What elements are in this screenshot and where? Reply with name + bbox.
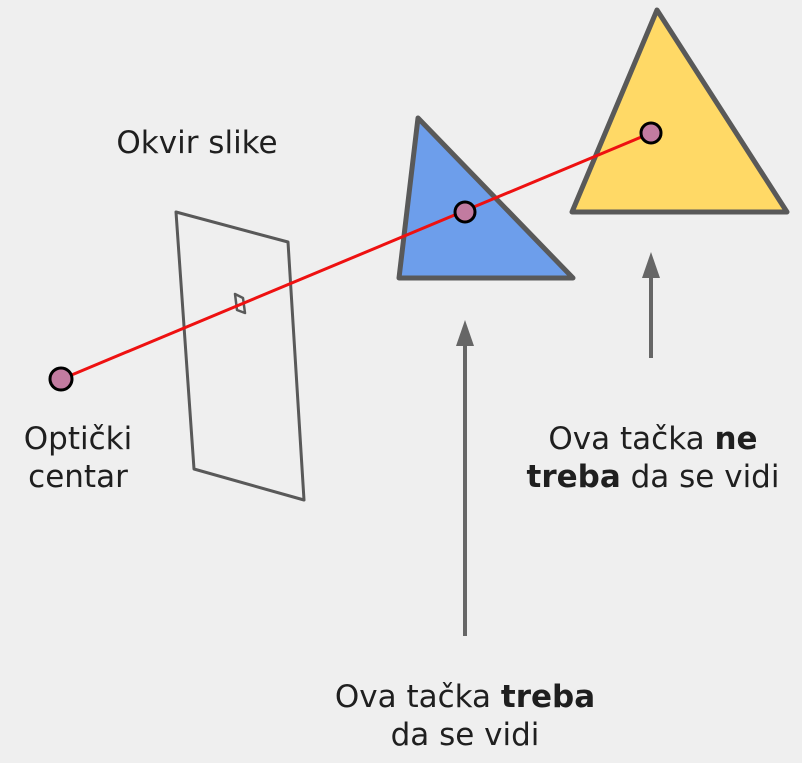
hidden-point-label-line1: Ova tačka ne	[506, 420, 800, 458]
near-triangle	[396, 115, 576, 281]
optical-center-point	[48, 366, 74, 392]
far-triangle	[569, 7, 790, 215]
visible-point-arrow	[456, 320, 474, 636]
image-frame-label: Okvir slike	[92, 124, 302, 162]
hidden-point-label-post: da se vidi	[620, 459, 780, 495]
hidden-point-label-line2: treba da se vidi	[506, 458, 800, 496]
visible-point-label-bold: treba	[500, 679, 596, 715]
visible-point-label-pre: Ova tačka	[334, 679, 501, 715]
visible-point-label: Ova tačka treba da se vidi	[300, 678, 630, 754]
visible-point-label-line2: da se vidi	[390, 717, 540, 753]
image-frame-label-text: Okvir slike	[116, 125, 278, 161]
view-ray	[61, 131, 652, 381]
optical-center-label-line1: Optički	[23, 421, 133, 457]
optical-center-label: Optički centar	[8, 420, 148, 496]
visible-point-label-line1: Ova tačka treba	[300, 678, 630, 716]
hidden-point-label: Ova tačka ne treba da se vidi	[506, 420, 800, 496]
visible-intersection-point	[453, 200, 477, 224]
hidden-point-arrow	[642, 252, 660, 358]
hidden-point-label-bold2: treba	[526, 459, 621, 495]
image-frame	[174, 210, 306, 502]
hidden-point-label-pre: Ova tačka	[548, 421, 715, 457]
hidden-intersection-point	[639, 121, 663, 145]
optical-center-label-line2: centar	[28, 459, 128, 495]
hidden-point-label-bold1: ne	[714, 421, 758, 457]
